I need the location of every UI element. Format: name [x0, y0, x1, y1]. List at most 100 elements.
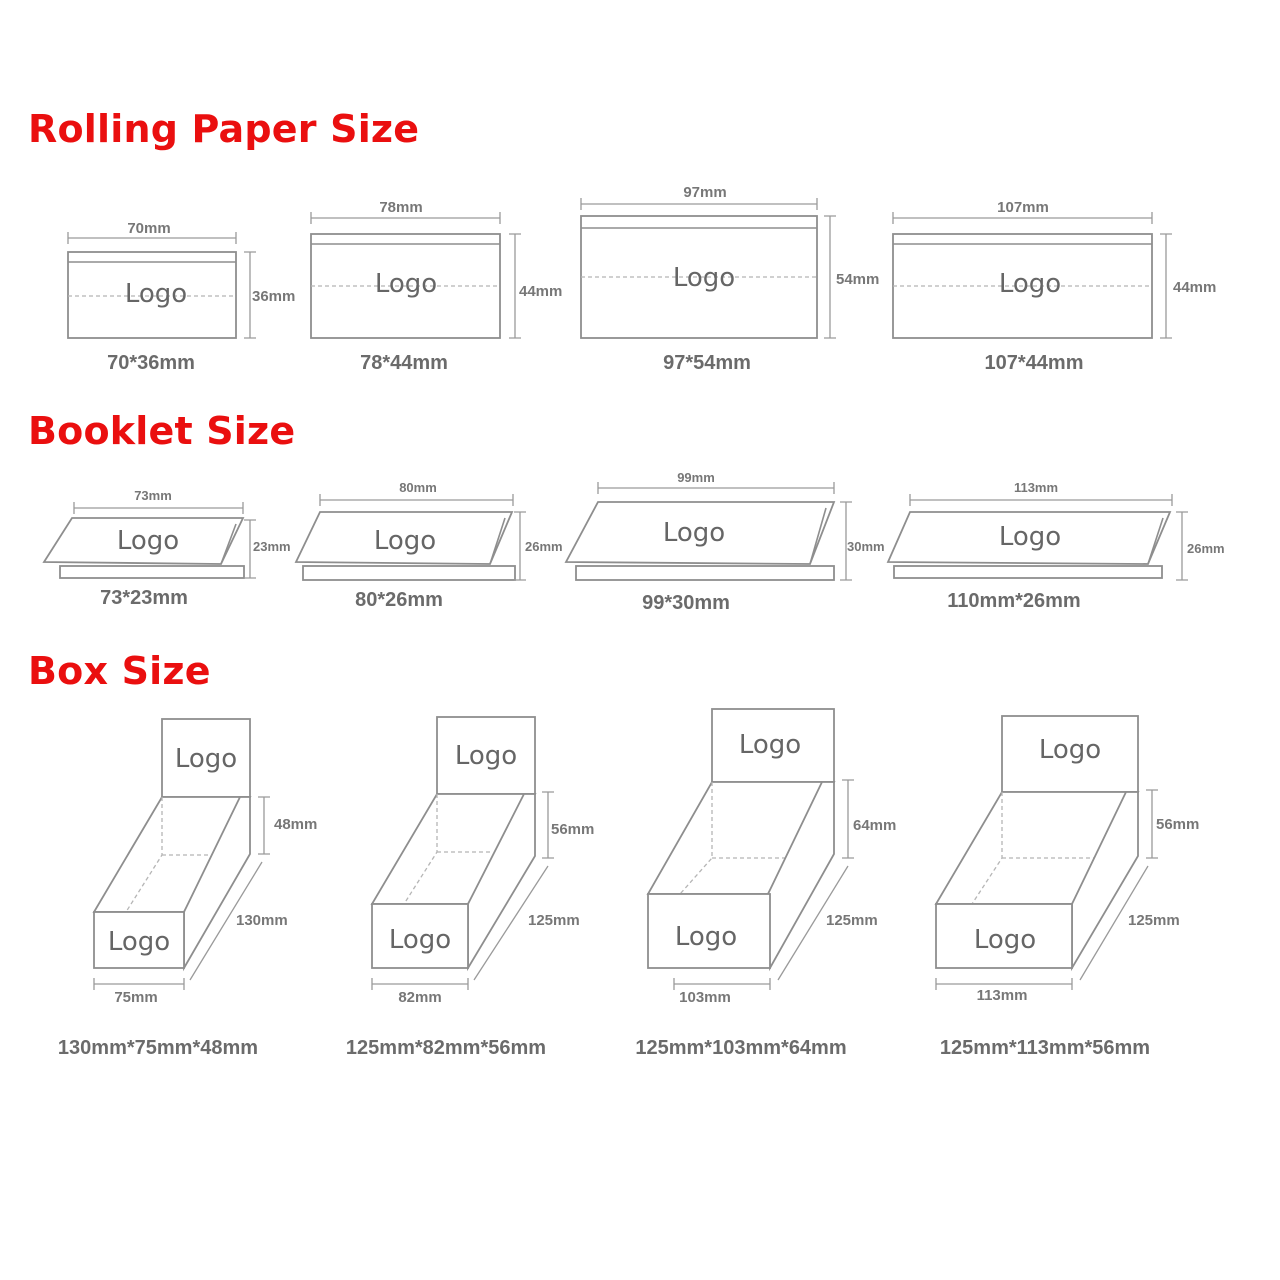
size-caption: 78*44mm — [360, 352, 448, 374]
width-dimension-line — [935, 978, 1073, 990]
width-label: 78mm — [379, 199, 422, 216]
logo-text: Logo — [673, 263, 735, 293]
booklet-1: 73mm 23mm Logo 73*23mm — [42, 488, 291, 609]
booklet-spine-line — [1147, 517, 1164, 565]
box-side-wall — [183, 796, 251, 972]
booklet-back-cover — [59, 565, 245, 579]
length-dimension-line — [777, 865, 849, 981]
box-header-card — [1001, 715, 1139, 793]
front-logo-text: Logo — [974, 925, 1036, 955]
width-dimension-line — [909, 494, 1173, 506]
booklet-size-title: Booklet Size — [28, 409, 296, 453]
width-label: 103mm — [679, 989, 731, 1006]
box-size-title: Box Size — [28, 649, 211, 693]
width-dimension-line — [892, 212, 1153, 224]
size-caption: 70*36mm — [107, 352, 195, 374]
booklet-group: 73mm 23mm Logo 73*23mm 80mm 26mm Logo 80… — [42, 470, 1225, 614]
rolling-paper-3: 97mm 54mm Logo 97*54mm — [580, 184, 879, 374]
width-dimension-line — [371, 978, 469, 990]
box-front-panel — [371, 903, 469, 969]
width-label: 97mm — [683, 184, 726, 201]
box-inner-edge — [679, 782, 713, 895]
height-dimension-line — [509, 233, 521, 339]
height-dimension-line — [1146, 789, 1158, 859]
size-caption: 80*26mm — [355, 589, 443, 611]
booklet-back-cover — [302, 565, 516, 581]
logo-text: Logo — [999, 269, 1061, 299]
box-header-card — [711, 708, 835, 783]
box-group: 48mm 130mm 75mm Logo Logo 130mm*75mm*48m… — [58, 708, 1199, 1059]
height-label: 56mm — [551, 821, 594, 838]
width-label: 113mm — [1014, 480, 1058, 495]
size-caption: 130mm*75mm*48mm — [58, 1037, 258, 1059]
size-caption: 97*54mm — [663, 352, 751, 374]
display-box-2: 56mm 125mm 82mm Logo Logo 125mm*82mm*56m… — [346, 716, 594, 1059]
box-side-wall — [1071, 791, 1139, 972]
length-dimension-line — [473, 865, 549, 981]
size-caption: 99*30mm — [642, 592, 730, 614]
height-dimension-line — [258, 796, 270, 855]
logo-text: Logo — [125, 279, 187, 309]
height-label: 26mm — [1187, 541, 1225, 556]
length-label: 125mm — [826, 912, 878, 929]
width-dimension-line — [73, 502, 244, 514]
header-logo-text: Logo — [739, 730, 801, 760]
height-dimension-line — [824, 215, 836, 339]
height-dimension-line — [840, 501, 852, 581]
box-front-panel — [93, 911, 185, 969]
height-dimension-line — [842, 779, 854, 859]
width-label: 107mm — [997, 199, 1049, 216]
rolling-paper-size-title: Rolling Paper Size — [28, 107, 420, 151]
booklet-4: 113mm 26mm Logo 110mm*26mm — [886, 480, 1225, 612]
size-caption: 107*44mm — [985, 352, 1084, 374]
header-logo-text: Logo — [455, 741, 517, 771]
width-dimension-line — [597, 482, 835, 494]
width-label: 113mm — [977, 987, 1028, 1004]
rolling-paper-1: 70mm 36mm Logo 70*36mm — [67, 220, 295, 374]
logo-text: Logo — [374, 526, 436, 556]
width-label: 80mm — [399, 480, 437, 495]
height-dimension-line — [244, 519, 256, 579]
width-dimension-line — [310, 212, 501, 224]
display-box-3: 64mm 125mm 103mm Logo Logo 125mm*103mm*6… — [635, 708, 896, 1059]
booklet-spine-line — [489, 517, 506, 565]
width-label: 99mm — [677, 470, 715, 485]
width-label: 82mm — [398, 989, 441, 1006]
height-label: 44mm — [519, 283, 562, 300]
booklet-3: 99mm 30mm Logo 99*30mm — [564, 470, 885, 614]
height-label: 48mm — [274, 816, 317, 833]
width-dimension-line — [319, 494, 514, 506]
logo-text: Logo — [375, 269, 437, 299]
height-label: 36mm — [252, 288, 295, 305]
box-header-card — [161, 718, 251, 798]
box-header-card — [436, 716, 536, 795]
header-logo-text: Logo — [1039, 735, 1101, 765]
width-label: 75mm — [114, 989, 157, 1006]
front-logo-text: Logo — [389, 925, 451, 955]
width-dimension-line — [93, 978, 185, 990]
logo-text: Logo — [117, 526, 179, 556]
header-logo-text: Logo — [175, 744, 237, 774]
height-dimension-line — [1176, 511, 1188, 581]
height-label: 26mm — [525, 539, 563, 554]
logo-text: Logo — [663, 518, 725, 548]
size-caption: 125mm*113mm*56mm — [940, 1037, 1150, 1059]
height-label: 23mm — [253, 539, 291, 554]
box-side-wall — [467, 793, 536, 972]
width-dimension-line — [580, 198, 818, 210]
length-dimension-line — [1079, 865, 1149, 981]
height-label: 30mm — [847, 539, 885, 554]
height-label: 64mm — [853, 817, 896, 834]
box-front-panel — [935, 903, 1073, 969]
width-label: 70mm — [127, 220, 170, 237]
length-dimension-line — [189, 861, 263, 981]
height-dimension-line — [514, 511, 526, 581]
booklet-back-cover — [893, 565, 1163, 579]
booklet-spine-line — [809, 507, 827, 565]
rolling-paper-4: 107mm 44mm Logo 107*44mm — [892, 199, 1216, 374]
length-label: 125mm — [1128, 912, 1180, 929]
length-label: 130mm — [236, 912, 288, 929]
front-logo-text: Logo — [675, 922, 737, 952]
booklet-back-cover — [575, 565, 835, 581]
